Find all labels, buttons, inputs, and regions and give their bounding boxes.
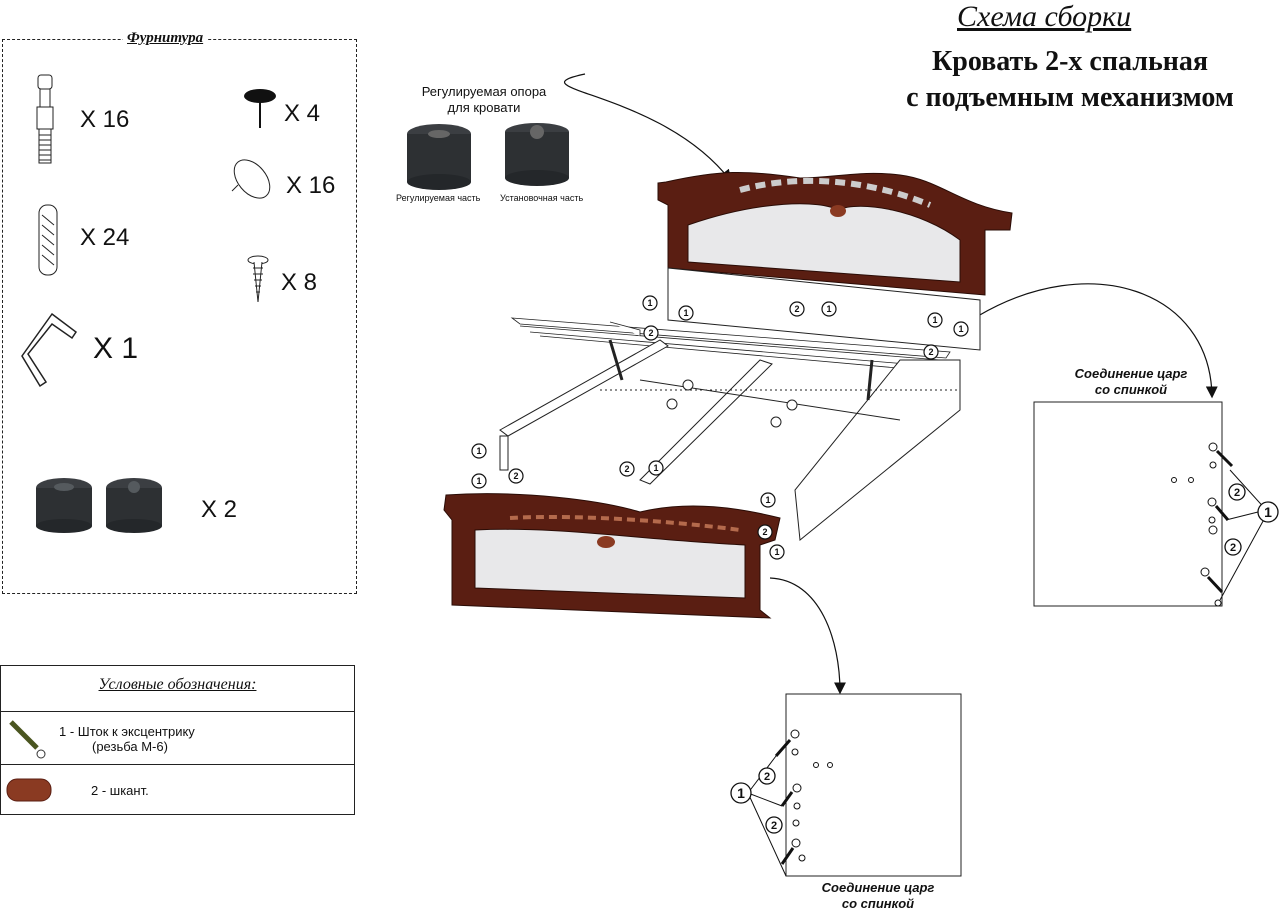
eccentric-rod-legend-icon: [9, 720, 46, 759]
legend-row-2: 2 - шкант.: [1, 764, 354, 815]
marker-label: 1: [737, 785, 745, 801]
marker-label: 1: [683, 308, 688, 318]
right-detail-box: [1033, 401, 1223, 607]
eccentric-rod-icon: [36, 74, 54, 164]
product-title: Кровать 2-х спальная с подъемным механиз…: [860, 44, 1280, 116]
right-detail-arrow: [977, 283, 1218, 399]
bottom-detail-box: [785, 693, 962, 877]
marker-label: 1: [826, 304, 831, 314]
support-callout-line2: для кровати: [447, 100, 521, 115]
marker-label: 1: [932, 315, 937, 325]
marker-label: 2: [648, 328, 653, 338]
right-detail-caption: Соединение царг со спинкой: [1056, 366, 1206, 398]
marker-label: 1: [647, 298, 652, 308]
legend-item-1-sub: (резьба М-6): [92, 739, 168, 754]
marker-label: 1: [958, 324, 963, 334]
legend-item-1: 1 - Шток к эксцентрику: [59, 724, 195, 739]
hardware-title: Фурнитура: [123, 30, 208, 47]
marker-label: 2: [764, 771, 770, 783]
support-callout-title: Регулируемая опора для кровати: [404, 84, 564, 116]
legend-panel: Условные обозначения: 1 - Шток к эксцент…: [0, 665, 355, 815]
screw-icon: [247, 255, 269, 303]
nail-glide-icon: [244, 89, 276, 128]
marker-label: 1: [774, 547, 779, 557]
bottom-detail-caption-line1: Соединение царг: [821, 880, 935, 895]
side-rails: [499, 339, 961, 541]
cap-qty: X 16: [286, 172, 336, 199]
marker-label: 2: [1234, 487, 1240, 499]
marker-label: 1: [1264, 504, 1272, 520]
support-mounting-label: Установочная часть: [500, 193, 584, 203]
dowel-legend-icon: [6, 778, 52, 802]
nail-glide-qty: X 4: [284, 100, 321, 127]
cap-icon: [231, 159, 271, 199]
right-detail-caption-line2: со спинкой: [1094, 382, 1168, 397]
support-adjustable-label: Регулируемая часть: [396, 193, 481, 203]
marker-label: 1: [476, 476, 481, 486]
marker-label: 2: [771, 820, 777, 832]
bottom-detail-caption-line2: со спинкой: [841, 896, 915, 911]
legend-row-1: 1 - Шток к эксцентрику (резьба М-6): [1, 711, 354, 764]
right-detail-caption-line1: Соединение царг: [1074, 366, 1188, 381]
hex-key-qty: X 1: [93, 332, 139, 365]
product-title-line2: с подъемным механизмом: [906, 82, 1234, 113]
headboard: [657, 171, 1013, 296]
bottom-detail-arrow: [769, 577, 846, 695]
right-detail-connectors: [1171, 442, 1269, 607]
dowel-icon: [38, 204, 58, 276]
support-arrow: [564, 73, 732, 182]
footboard: [443, 493, 781, 619]
adjustable-support-icon: [36, 478, 162, 533]
marker-label: 2: [513, 471, 518, 481]
support-qty: X 2: [201, 496, 238, 523]
marker-label: 2: [762, 527, 767, 537]
dowel-qty: X 24: [80, 224, 130, 251]
marker-label: 1: [653, 463, 658, 473]
support-callout-line1: Регулируемая опора: [421, 84, 547, 99]
eccentric-rod-qty: X 16: [80, 106, 130, 133]
connection-markers: [471, 295, 969, 560]
legend-item-2: 2 - шкант.: [91, 783, 149, 798]
product-title-line1: Кровать 2-х спальная: [931, 46, 1209, 77]
marker-label: 2: [928, 347, 933, 357]
marker-label: 1: [476, 446, 481, 456]
hex-key-icon: [21, 312, 78, 388]
bottom-detail-connectors: [747, 729, 833, 877]
marker-label: 2: [624, 464, 629, 474]
slat-frame: [510, 317, 951, 371]
scheme-title: Схема сборки: [957, 0, 1132, 33]
bottom-detail-caption: Соединение царг со спинкой: [803, 880, 953, 912]
support-callout-photo: [407, 123, 569, 190]
marker-label: 2: [794, 304, 799, 314]
marker-label: 1: [765, 495, 770, 505]
legend-title: Условные обозначения:: [98, 676, 257, 693]
screw-qty: X 8: [281, 269, 318, 296]
marker-label: 2: [1230, 542, 1236, 554]
